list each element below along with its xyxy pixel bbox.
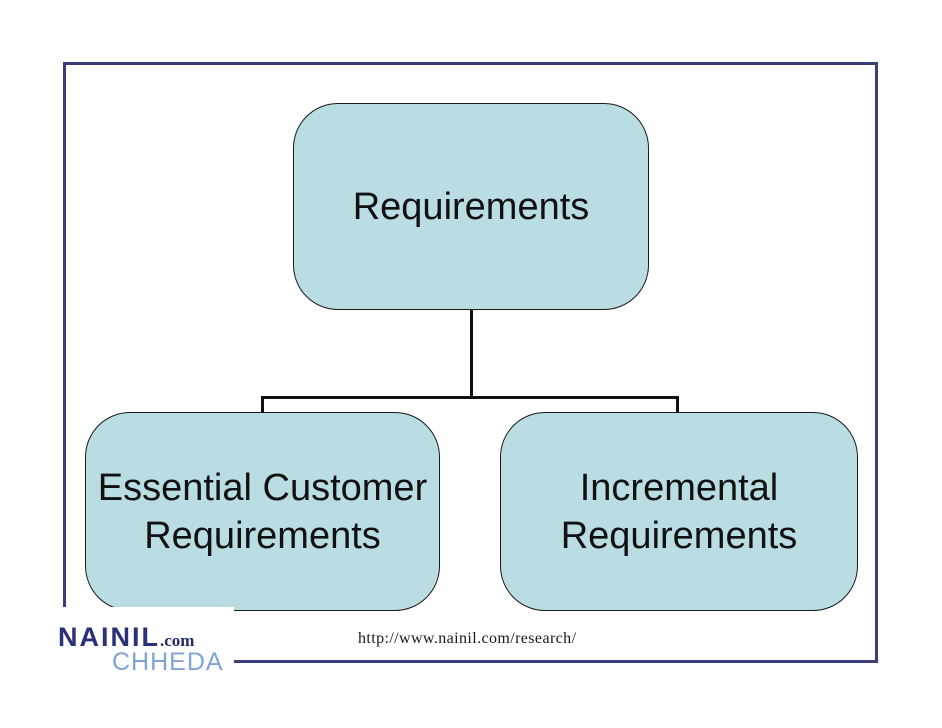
connector-horizontal-bar [261,396,679,399]
diagram-node-requirements: Requirements [293,103,649,310]
diagram-node-essential-customer-requirements: Essential Customer Requirements [85,412,440,611]
connector-root-stem [470,309,473,399]
node-label-essential-customer-requirements: Essential Customer Requirements [97,466,428,557]
node-label-requirements: Requirements [352,185,590,228]
brand-logo-line1: NAINIL.com [58,622,194,653]
diagram-node-incremental-requirements: Incremental Requirements [500,412,858,611]
node-label-incremental-requirements: Incremental Requirements [560,466,798,557]
brand-name-tld: .com [160,631,195,650]
brand-name-primary: NAINIL [58,622,160,652]
slide-border [63,62,878,663]
footer-url: http://www.nainil.com/research/ [358,630,577,647]
connector-right-drop [676,396,679,414]
brand-name-secondary: CHHEDA [112,648,224,676]
connector-left-drop [261,396,264,414]
brand-logo: NAINIL.com CHHEDA [44,607,234,688]
